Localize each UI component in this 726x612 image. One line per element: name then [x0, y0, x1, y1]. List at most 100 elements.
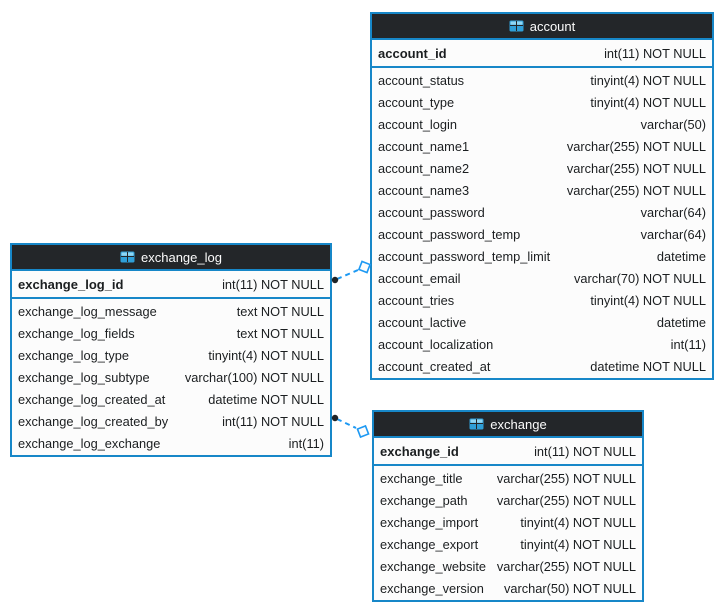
column-type: int(11) NOT NULL — [222, 276, 324, 292]
table-row[interactable]: exchange_log_subtype varchar(100) NOT NUL… — [12, 366, 330, 388]
table-row[interactable]: account_password varchar(64) — [372, 201, 712, 223]
table-exchange[interactable]: exchange exchange_id int(11) NOT NULL ex… — [372, 410, 644, 602]
table-row[interactable]: account_type tinyint(4) NOT NULL — [372, 91, 712, 113]
column-type: text NOT NULL — [236, 303, 324, 319]
column-type: int(11) NOT NULL — [604, 45, 706, 61]
column-type: tinyint(4) NOT NULL — [520, 536, 636, 552]
column-name: account_status — [378, 72, 465, 88]
table-row[interactable]: account_login varchar(50) — [372, 113, 712, 135]
relation-dot — [331, 276, 339, 284]
relation-dot — [331, 414, 339, 422]
column-name: account_name1 — [378, 138, 470, 154]
column-name: account_password — [378, 204, 485, 220]
table-row[interactable]: account_tries tinyint(4) NOT NULL — [372, 289, 712, 311]
column-name: exchange_import — [380, 514, 479, 530]
column-type: varchar(70) NOT NULL — [573, 270, 706, 286]
column-type: tinyint(4) NOT NULL — [590, 94, 706, 110]
column-name: exchange_log_subtype — [18, 369, 150, 385]
column-name: exchange_log_fields — [18, 325, 135, 341]
column-name: account_tries — [378, 292, 455, 308]
relation-diamond — [356, 424, 370, 439]
column-type: varchar(255) NOT NULL — [496, 470, 636, 486]
table-row[interactable]: exchange_log_type tinyint(4) NOT NULL — [12, 344, 330, 366]
column-type: tinyint(4) NOT NULL — [590, 72, 706, 88]
column-type: tinyint(4) NOT NULL — [520, 514, 636, 530]
column-type: varchar(50) — [640, 116, 706, 132]
table-row[interactable]: exchange_log_created_at datetime NOT NULL — [12, 388, 330, 410]
relation-line — [336, 418, 357, 429]
column-type: int(11) — [288, 435, 324, 451]
column-name: exchange_log_message — [18, 303, 157, 319]
table-header-account[interactable]: account — [372, 14, 712, 40]
table-exchange-log[interactable]: exchange_log exchange_log_id int(11) NOT… — [10, 243, 332, 457]
column-name: account_name2 — [378, 160, 470, 176]
column-type: datetime NOT NULL — [590, 358, 706, 374]
column-name: exchange_log_created_at — [18, 391, 166, 407]
column-name: account_password_temp — [378, 226, 521, 242]
column-name: exchange_title — [380, 470, 463, 486]
column-name: account_localization — [378, 336, 494, 352]
table-row[interactable]: exchange_export tinyint(4) NOT NULL — [374, 533, 642, 555]
table-account[interactable]: account account_id int(11) NOT NULL acco… — [370, 12, 714, 380]
table-row[interactable]: exchange_import tinyint(4) NOT NULL — [374, 511, 642, 533]
relation-exchange-log-exchange[interactable] — [331, 414, 370, 439]
table-row[interactable]: account_name1 varchar(255) NOT NULL — [372, 135, 712, 157]
column-name: account_login — [378, 116, 457, 132]
column-name: exchange_log_exchange — [18, 435, 161, 451]
column-name: exchange_export — [380, 536, 479, 552]
table-row[interactable]: account_created_at datetime NOT NULL — [372, 355, 712, 377]
table-row[interactable]: account_localization int(11) — [372, 333, 712, 355]
column-name: account_name3 — [378, 182, 470, 198]
column-name: account_lactive — [378, 314, 467, 330]
table-row[interactable]: account_name3 varchar(255) NOT NULL — [372, 179, 712, 201]
table-row[interactable]: account_status tinyint(4) NOT NULL — [372, 69, 712, 91]
relation-diamond — [357, 260, 372, 274]
column-name: account_type — [378, 94, 455, 110]
table-row[interactable]: exchange_log_exchange int(11) — [12, 432, 330, 454]
primary-key-row[interactable]: exchange_log_id int(11) NOT NULL — [12, 271, 330, 299]
column-type: int(11) — [670, 336, 706, 352]
column-type: int(11) NOT NULL — [534, 443, 636, 459]
column-type: tinyint(4) NOT NULL — [590, 292, 706, 308]
column-name: account_password_temp_limit — [378, 248, 551, 264]
table-row[interactable]: account_name2 varchar(255) NOT NULL — [372, 157, 712, 179]
column-type: varchar(100) NOT NULL — [184, 369, 324, 385]
table-title: account — [529, 18, 576, 34]
column-type: varchar(50) NOT NULL — [503, 580, 636, 596]
table-row[interactable]: account_email varchar(70) NOT NULL — [372, 267, 712, 289]
primary-key-row[interactable]: exchange_id int(11) NOT NULL — [374, 438, 642, 466]
column-type: varchar(64) — [640, 204, 706, 220]
table-row[interactable]: exchange_title varchar(255) NOT NULL — [374, 467, 642, 489]
column-type: datetime NOT NULL — [208, 391, 324, 407]
table-header-exchange-log[interactable]: exchange_log — [12, 245, 330, 271]
column-name: exchange_path — [380, 492, 468, 508]
table-row[interactable]: exchange_log_message text NOT NULL — [12, 300, 330, 322]
column-name: exchange_log_type — [18, 347, 129, 363]
relation-exchange-log-account[interactable] — [331, 260, 372, 284]
column-name: account_id — [378, 45, 447, 61]
column-name: account_email — [378, 270, 461, 286]
column-type: tinyint(4) NOT NULL — [208, 347, 324, 363]
column-type: varchar(255) NOT NULL — [566, 138, 706, 154]
column-type: varchar(255) NOT NULL — [566, 182, 706, 198]
primary-key-row[interactable]: account_id int(11) NOT NULL — [372, 40, 712, 68]
column-name: exchange_log_created_by — [18, 413, 169, 429]
column-type: varchar(255) NOT NULL — [566, 160, 706, 176]
table-header-exchange[interactable]: exchange — [374, 412, 642, 438]
table-icon — [509, 20, 524, 32]
column-name: account_created_at — [378, 358, 491, 374]
column-type: varchar(255) NOT NULL — [496, 558, 636, 574]
table-title: exchange — [490, 416, 547, 432]
